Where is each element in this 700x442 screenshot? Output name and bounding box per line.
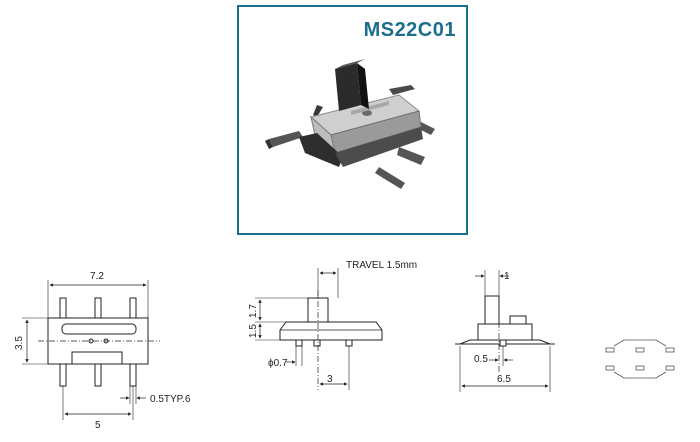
product-photo-panel: MS22C01 — [237, 5, 468, 235]
dim-actuator-width-label: 1 — [504, 271, 510, 282]
end-view-drawing — [455, 270, 555, 392]
side-view-drawing — [255, 268, 383, 390]
dim-post-diameter-label: ϕ0.7 — [268, 358, 288, 369]
dim-offset-label: 0.5 — [474, 354, 488, 365]
dim-travel-label: TRAVEL 1.5mm — [346, 260, 417, 271]
dim-span-label: 6.5 — [497, 374, 511, 385]
dim-actuator-height-label: 1.5 — [248, 324, 259, 338]
dim-body-height-label: 1.7 — [248, 304, 259, 318]
model-title: MS22C01 — [363, 19, 456, 41]
dim-pitch-label: 5 — [95, 420, 101, 431]
dim-post-spacing-label: 3 — [327, 374, 333, 385]
switch-photo — [265, 59, 435, 189]
dim-height-label: 3.5 — [14, 336, 25, 350]
dim-width-label: 7.2 — [90, 271, 104, 282]
top-view-drawing — [22, 280, 160, 420]
dim-pin-width-label: 0.5TYP.6 — [150, 394, 191, 405]
switch-circuit-symbol-icon — [605, 339, 675, 379]
